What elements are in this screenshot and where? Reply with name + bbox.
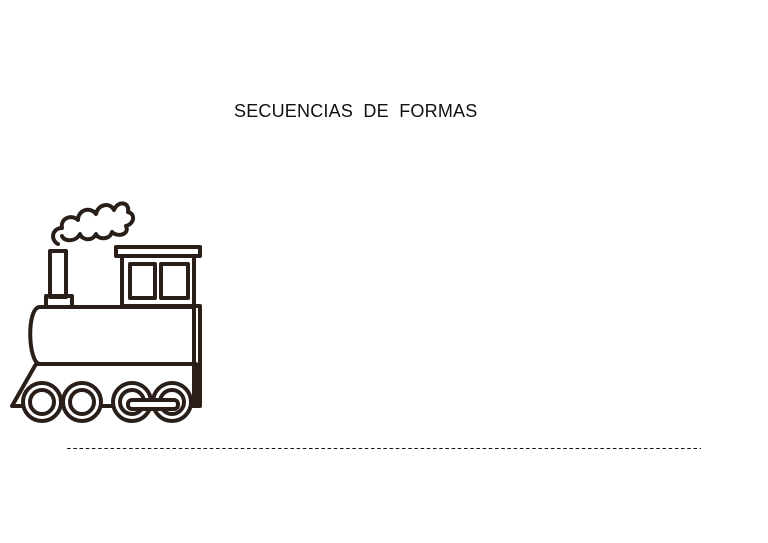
dashed-line: ----------------------------------------… xyxy=(65,442,701,456)
train-locomotive-icon xyxy=(10,201,202,423)
page-title: SECUENCIAS DE FORMAS xyxy=(234,101,478,121)
